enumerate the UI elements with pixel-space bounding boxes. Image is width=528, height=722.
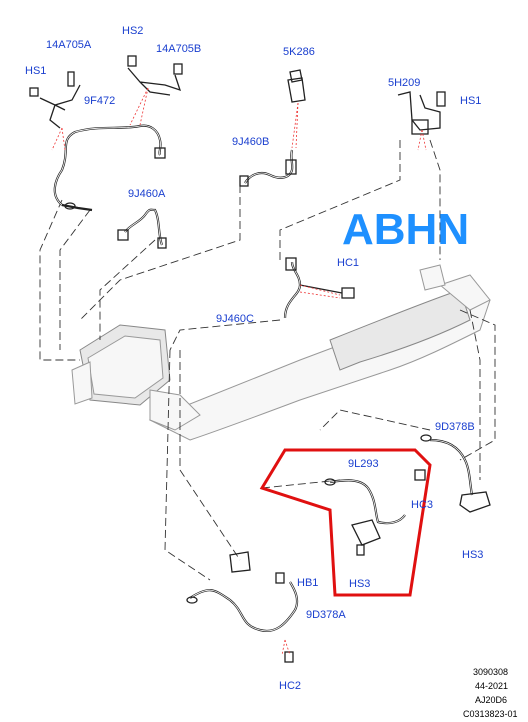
- reference-line-1: 3090308: [473, 667, 508, 677]
- label-5h209: 5H209: [388, 77, 420, 89]
- sensor-9l293: [324, 469, 426, 556]
- label-hc2: HC2: [279, 680, 301, 692]
- label-hs1-left: HS1: [25, 65, 46, 77]
- leader-lines: [51, 87, 427, 656]
- label-hs1-right: HS1: [460, 95, 481, 107]
- label-14a705b: 14A705B: [156, 43, 201, 55]
- reference-codes: 3090308 44-2021 AJ20D6 C0313823-01: [463, 667, 518, 719]
- harness-9d378b: [420, 434, 491, 513]
- label-14a705a: 14A705A: [46, 39, 92, 51]
- reference-line-3: AJ20D6: [475, 695, 507, 705]
- harness-9j460a: [117, 208, 167, 249]
- label-hc1: HC1: [337, 257, 359, 269]
- module-5h209: [397, 91, 446, 135]
- label-5k286: 5K286: [283, 46, 315, 58]
- reference-line-2: 44-2021: [475, 681, 508, 691]
- sensor-5k286: [287, 69, 306, 103]
- label-hs3-center: HS3: [349, 578, 370, 590]
- label-hb1: HB1: [297, 577, 318, 589]
- exhaust-system: [71, 264, 491, 441]
- label-9d378b: 9D378B: [435, 421, 475, 433]
- harness-9f472: [29, 55, 183, 212]
- label-hs2: HS2: [122, 25, 143, 37]
- label-hc3: HC3: [411, 499, 433, 511]
- harness-9d378a: [186, 551, 299, 663]
- label-9f472: 9F472: [84, 95, 115, 107]
- harness-9j460b: [239, 149, 297, 187]
- labels: 14A705A HS2 14A705B 5K286 HS1 9F472 5H20…: [25, 25, 483, 692]
- assembly-dashed-lines: [39, 139, 496, 581]
- reference-line-4: C0313823-01: [463, 709, 518, 719]
- label-9j460a: 9J460A: [128, 188, 166, 200]
- variant-code: ABHN: [342, 205, 469, 254]
- label-9d378a: 9D378A: [306, 609, 346, 621]
- highlight-outline: [259, 448, 432, 597]
- label-9j460c: 9J460C: [216, 313, 254, 325]
- label-hs3-right: HS3: [462, 549, 483, 561]
- label-9l293: 9L293: [348, 458, 379, 470]
- label-9j460b: 9J460B: [232, 136, 269, 148]
